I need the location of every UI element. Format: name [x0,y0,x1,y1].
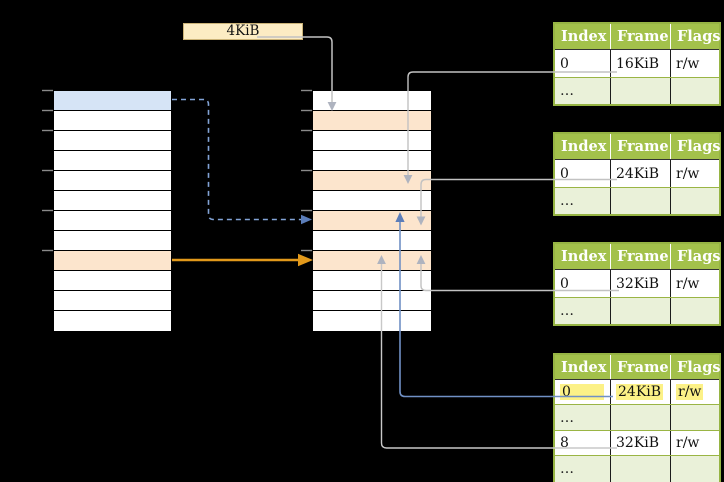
cell: … [560,193,574,209]
cell: r/w [670,270,723,297]
memory-row-9 [313,271,431,291]
memory-row-6-orange [313,211,431,231]
cell [670,78,723,104]
page-size-label: 4KiB [183,23,303,40]
cell: 24KiB [610,160,670,187]
page-table-24kib-row-1: … [555,187,719,214]
cell [610,456,670,482]
memory-row-5 [54,191,171,211]
memory-row-3 [54,151,171,171]
cell [670,456,723,482]
memory-row-1-orange [313,111,431,131]
cell [670,188,723,214]
column-header-index: Index [561,358,607,376]
memory-row-10 [313,291,431,311]
cell: 0 [560,165,569,182]
cell: 32KiB [610,270,670,297]
memory-row-0-blue [54,91,171,111]
cell: 0 [560,275,569,292]
page-size-label-text: 4KiB [226,23,260,39]
page-table-level2-row-3: … [555,455,719,482]
cell: 0 [560,55,569,72]
column-header-index: Index [561,28,607,45]
cell: … [560,83,574,99]
column-header-flags: Flags [670,355,723,379]
memory-row-2 [54,131,171,151]
cell: 24KiB [610,380,670,404]
cell: r/w [670,431,723,455]
memory-row-5 [313,191,431,211]
cell [610,78,670,104]
page-table-level2-row-0: 0 24KiB r/w [555,379,719,404]
highlighted-value: 24KiB [616,384,664,400]
memory-row-4-orange [313,171,431,191]
memory-row-1 [54,111,171,131]
memory-row-9 [54,271,171,291]
cell [610,188,670,214]
cell: 8 [560,435,569,451]
memory-row-0 [313,91,431,111]
memory-row-11 [54,311,171,331]
page-table-16kib-row-1: … [555,77,719,104]
memory-row-8-orange [313,251,431,271]
memory-row-7 [313,231,431,251]
column-header-flags: Flags [670,24,723,49]
arrow-leftrow8-to-middle [172,253,313,267]
cell: r/w [670,380,723,404]
memory-row-6 [54,211,171,231]
column-header-frame: Frame [610,355,670,379]
cell [670,405,723,430]
cell [670,298,723,324]
highlighted-value: r/w [676,384,704,400]
memory-row-2 [313,131,431,151]
column-header-index: Index [561,248,607,265]
page-table-32kib-row-1: … [555,297,719,324]
memory-row-4 [54,171,171,191]
left-memory-array [53,90,172,331]
arrow-leftrow0-to-middle [172,98,312,225]
middle-memory-array [312,90,432,331]
cell: 0 [555,380,610,404]
cell: 16KiB [610,50,670,77]
column-header-frame: Frame [610,24,670,49]
cell: … [560,303,574,319]
memory-row-10 [54,291,171,311]
cell: r/w [670,50,723,77]
right-arrowhead-icon [298,253,313,267]
page-table-level2-row-1: … [555,404,719,430]
column-header-flags: Flags [670,134,723,159]
cell [610,298,670,324]
memory-row-7 [54,231,171,251]
cell: 32KiB [610,431,670,455]
right-arrowhead-icon [301,214,312,225]
memory-row-8-orange [54,251,171,271]
memory-row-3 [313,151,431,171]
cell: … [560,461,574,477]
cell: r/w [670,160,723,187]
column-header-index: Index [561,138,607,155]
memory-row-11 [313,311,431,331]
column-header-frame: Frame [610,134,670,159]
cell [610,405,670,430]
cell: … [560,409,574,426]
column-header-frame: Frame [610,244,670,269]
column-header-flags: Flags [670,244,723,269]
highlighted-value: 0 [560,384,604,400]
